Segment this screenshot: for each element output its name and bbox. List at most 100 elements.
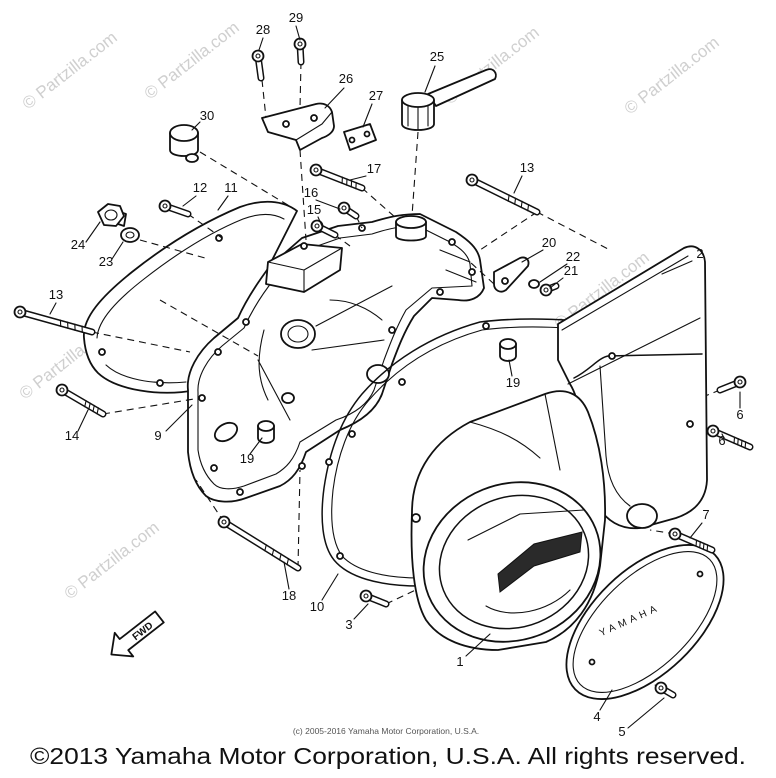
bolt-14 — [55, 383, 107, 418]
alignment-line — [102, 397, 201, 415]
side-cover-4: YAMAHA — [565, 544, 725, 700]
bolt-thread — [744, 441, 747, 449]
bolt-17 — [309, 163, 366, 192]
leader-line — [689, 522, 703, 539]
bolt-thread — [279, 553, 282, 561]
alignment-lines — [91, 61, 721, 689]
gasket-hole — [398, 378, 406, 386]
callout-26: 26 — [339, 71, 353, 86]
clutch-cover-inner-shadow — [497, 531, 583, 593]
bolt-head-recess — [221, 519, 227, 525]
leader-line — [465, 633, 491, 657]
bracket-26 — [261, 102, 335, 151]
leader-line — [549, 277, 564, 289]
bolt-head-recess — [17, 309, 23, 315]
bolt-head-recess — [710, 428, 716, 434]
callout-11: 11 — [224, 180, 238, 195]
alignment-line — [469, 261, 495, 285]
callout-6-upper: 6 — [736, 407, 743, 422]
bolt-head-recess — [737, 379, 743, 385]
bolt-thread — [695, 539, 698, 547]
bracket-bend — [295, 111, 333, 141]
callout-15: 15 — [307, 202, 321, 217]
bolt-thread — [740, 439, 743, 448]
bolt-shaft — [711, 429, 752, 449]
leader-line — [661, 260, 693, 275]
bolt-head-recess — [341, 205, 347, 211]
bolt-head-recess — [255, 53, 261, 59]
bolt-hole — [411, 513, 421, 523]
crankcase-bolt-holes — [198, 224, 476, 496]
alignment-line — [299, 149, 307, 241]
alignment-line — [299, 61, 302, 109]
leader-line — [353, 603, 369, 620]
right-cover-lid-edge — [573, 353, 703, 379]
bolt-shaft — [314, 168, 364, 190]
screw-hole — [696, 570, 704, 578]
callout-13-upper: 13 — [520, 160, 534, 175]
bolt-hole — [468, 268, 476, 276]
bolt-hole — [348, 430, 356, 438]
dowel-19-right — [499, 338, 517, 362]
alignment-line — [159, 299, 259, 357]
callout-19-left: 19 — [240, 451, 254, 466]
plate-outline — [343, 123, 377, 151]
bolt-hole — [686, 420, 694, 428]
leader-line — [349, 175, 367, 181]
callout-18: 18 — [282, 588, 296, 603]
plug-30 — [169, 124, 199, 163]
alignment-line — [536, 211, 611, 251]
bolt-hole — [210, 464, 218, 472]
crankcase-ribs — [257, 249, 477, 421]
callout-labels: 28 29 25 26 27 30 13 17 12 11 16 15 24 2… — [49, 10, 744, 739]
bolt-3 — [359, 589, 390, 608]
bolt-head — [251, 49, 265, 63]
bolt-head-recess — [543, 287, 549, 293]
clutch-cover-inner-lines — [467, 509, 585, 614]
leader-line — [49, 302, 57, 315]
dipstick-rod — [427, 68, 497, 107]
bracket-20 — [493, 256, 530, 293]
bolt-hole — [436, 288, 444, 296]
bolt-head — [13, 305, 27, 319]
callout-30: 30 — [200, 108, 214, 123]
washer-23 — [120, 227, 140, 243]
leader-line — [283, 561, 290, 590]
bolt-13-upper — [465, 173, 541, 216]
callout-22: 22 — [566, 249, 580, 264]
leader-line — [315, 199, 341, 210]
bolt-thread — [507, 194, 510, 202]
watermark-text: © Partzilla.com — [61, 518, 163, 604]
plug-top — [169, 124, 199, 142]
bolt-hole — [156, 379, 164, 387]
oil-filler-opening — [395, 215, 427, 229]
side-cover-rim — [572, 551, 718, 693]
bolt-hole — [608, 352, 616, 360]
left-cover-11 — [83, 200, 298, 394]
screw-21 — [539, 282, 560, 297]
leader-line — [599, 689, 613, 711]
bolt-thread — [88, 402, 91, 410]
bolt-thread — [264, 544, 267, 552]
bolt-18 — [217, 515, 302, 572]
bolt-hole — [448, 238, 456, 246]
bolt-head-recess — [469, 177, 475, 183]
leader-line — [165, 404, 193, 432]
alignment-line — [195, 479, 225, 523]
right-cover-body-curve — [599, 365, 631, 507]
alignment-line — [187, 213, 223, 239]
small-hole — [281, 392, 295, 404]
bolt-thread — [699, 541, 701, 549]
bolt-head — [337, 201, 351, 215]
bracket-hole — [310, 114, 318, 122]
plug-stub — [185, 153, 199, 163]
dowel-top — [257, 420, 275, 432]
gasket-hole — [482, 322, 490, 330]
bracket-20-hole — [501, 277, 509, 285]
bolt-16 — [337, 201, 360, 220]
callout-3: 3 — [345, 617, 352, 632]
leader-line — [111, 241, 124, 260]
leader-line — [362, 103, 373, 128]
bolt-shaft — [18, 310, 94, 334]
bolt-head-recess — [314, 223, 320, 229]
